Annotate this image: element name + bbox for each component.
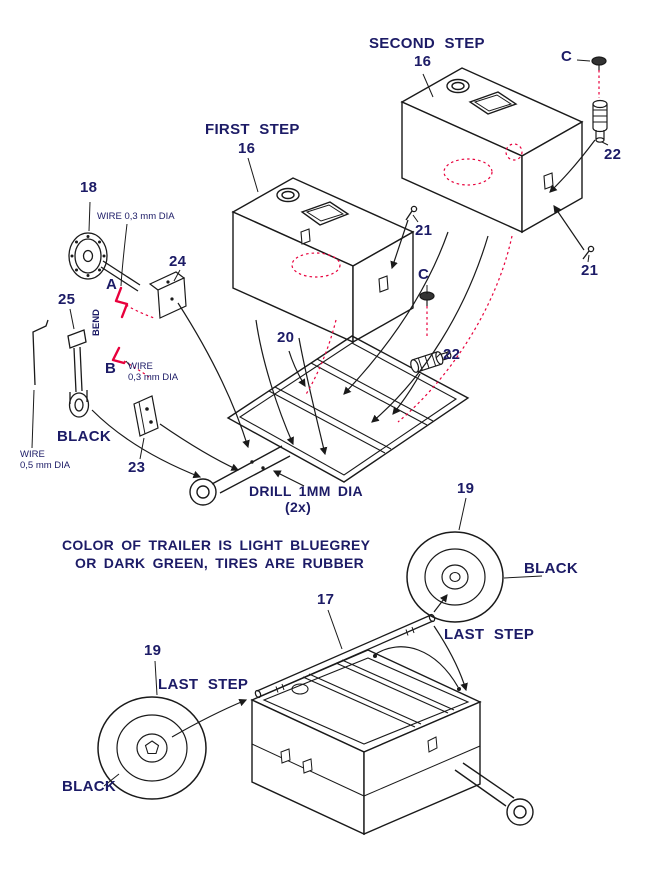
letter-a-label: A [106,276,118,293]
wire-03-b-label-line2: 0,3 mm DIA [128,372,179,383]
wire-03-top-label: WIRE 0,3 mm DIA [97,211,175,222]
drain-fitting-22-top [592,99,608,143]
letter-c-mid-label: C [418,266,430,283]
latch [427,736,438,753]
bracket-part-24 [148,271,187,319]
drill-note-line1: DRILL 1MM DIA [249,483,363,499]
leader-lines [31,59,609,787]
wheel-19-left [97,696,207,800]
axle-part-17 [254,613,436,699]
assembled-trailer [250,646,534,836]
part-20-label: 20 [277,329,295,346]
drill-hole [261,466,265,470]
last-step-right-label: LAST STEP [444,626,535,643]
part-17-label: 17 [317,591,335,608]
bent-wire-a [114,286,129,319]
part-24-label: 24 [169,253,187,270]
part-18-label: 18 [80,179,98,196]
bend-label: BEND [91,309,102,336]
part-21-top-label: 21 [415,222,433,239]
part-23-label: 23 [128,459,146,476]
wire-03-b-label-line1: WIRE [128,361,153,372]
wire-05-label-line1: WIRE [20,449,45,460]
screw-c-top [591,56,607,71]
wire-05-label-line2: 0,5 mm DIA [20,460,71,471]
assembly-arrows [91,139,596,738]
wheel-19-right [406,531,504,623]
clamp [67,329,87,349]
tow-ring [189,478,217,506]
bracket-part-23 [133,395,159,437]
color-note-line2: OR DARK GREEN, TIRES ARE RUBBER [75,555,365,571]
bent-wire-b [111,346,126,365]
formed-wire-05 [32,319,49,386]
drill-hole [250,460,254,464]
tank-second-step [400,67,584,234]
hidden-wire-routes [123,70,600,423]
jockey-wheel-part-25 [32,319,90,418]
tie-loop [378,275,389,293]
red-details [111,70,600,423]
drawbar [211,445,291,494]
black-wheel-right-label: BLACK [524,560,578,577]
part-22-mid-label: 22 [443,346,461,363]
pin-21-top [405,205,418,221]
color-note-line1: COLOR OF TRAILER IS LIGHT BLUEGREY [62,537,371,553]
second-step-label: SECOND STEP [369,35,485,52]
drill-note-line2: (2x) [285,499,312,515]
pin-21-right [582,245,595,260]
last-step-left-label: LAST STEP [158,676,249,693]
trailer-frame [189,335,470,506]
caster-wheel [68,392,90,418]
filler-cap [291,683,309,695]
letter-c-top-label: C [561,48,573,65]
screw-c-mid [419,291,435,306]
part-19-left-label: 19 [144,642,162,659]
latch [280,748,291,764]
first-step-label: FIRST STEP [205,121,300,138]
bolt-holes [70,235,106,277]
part-25-label: 25 [58,291,76,308]
flange-part-18 [68,232,141,292]
black-jockey-label: BLACK [57,428,111,445]
latch [302,758,313,774]
cable [373,646,459,688]
part-16-second-label: 16 [414,53,432,70]
tie-loop [300,228,311,245]
letter-b-label: B [105,360,117,377]
drawbar [454,762,515,807]
part-16-first-label: 16 [238,140,256,157]
tank-first-step [231,177,415,344]
tie-loop [543,172,554,190]
black-wheel-left-label: BLACK [62,778,116,795]
part-19-right-label: 19 [457,480,475,497]
part-21-right-label: 21 [581,262,599,279]
part-22-top-label: 22 [604,146,622,163]
